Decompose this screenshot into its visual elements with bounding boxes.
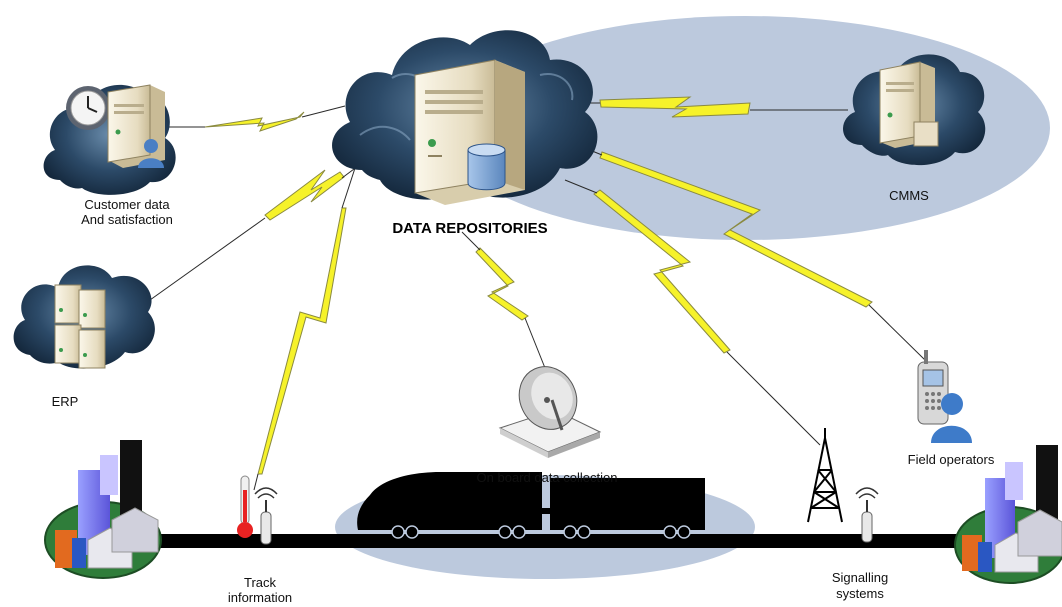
link-field-lightning (599, 151, 873, 308)
track-antenna-icon (254, 487, 278, 545)
rail-track (95, 534, 995, 548)
train-icon (357, 472, 705, 539)
link-cmms-lightning (599, 96, 751, 118)
city-left-icon (44, 440, 162, 579)
link-customer-lightning (204, 111, 305, 132)
erp-servers-icon (54, 284, 106, 369)
signal-antenna-icon (855, 487, 879, 543)
customer-clock-icon (66, 86, 110, 130)
customer-server-icon (107, 84, 165, 168)
field-operator-phone-icon (917, 350, 949, 425)
onboard-label: On board data collection (476, 470, 618, 485)
satellite-dish-icon (498, 366, 602, 458)
database-icon (467, 143, 506, 191)
erp-label: ERP (51, 394, 79, 409)
link-onboard-lightning (475, 247, 529, 321)
signalling-label-line2: systems (836, 586, 884, 601)
data-repositories-label: DATA REPOSITORIES (392, 220, 548, 237)
cmms-server-icon (879, 61, 939, 148)
track-label-line1: Track (243, 575, 277, 590)
city-right-icon (954, 445, 1062, 584)
customer-data-label-line2: And satisfaction (81, 212, 173, 227)
field-operators-label: Field operators (907, 452, 995, 467)
thermometer-icon (237, 475, 253, 538)
customer-data-label-line1: Customer data (84, 197, 170, 212)
signal-tower-icon (807, 428, 843, 523)
link-signal-lightning (593, 189, 731, 354)
track-label-line2: information (227, 590, 293, 605)
field-operator-user-icon (931, 393, 972, 443)
signalling-label-line1: Signalling (831, 570, 889, 585)
cmms-label: CMMS (889, 188, 929, 203)
communication-links (204, 96, 873, 475)
customer-user-icon (138, 139, 164, 168)
link-track-lightning (257, 207, 347, 475)
link-erp-lightning (264, 169, 345, 221)
